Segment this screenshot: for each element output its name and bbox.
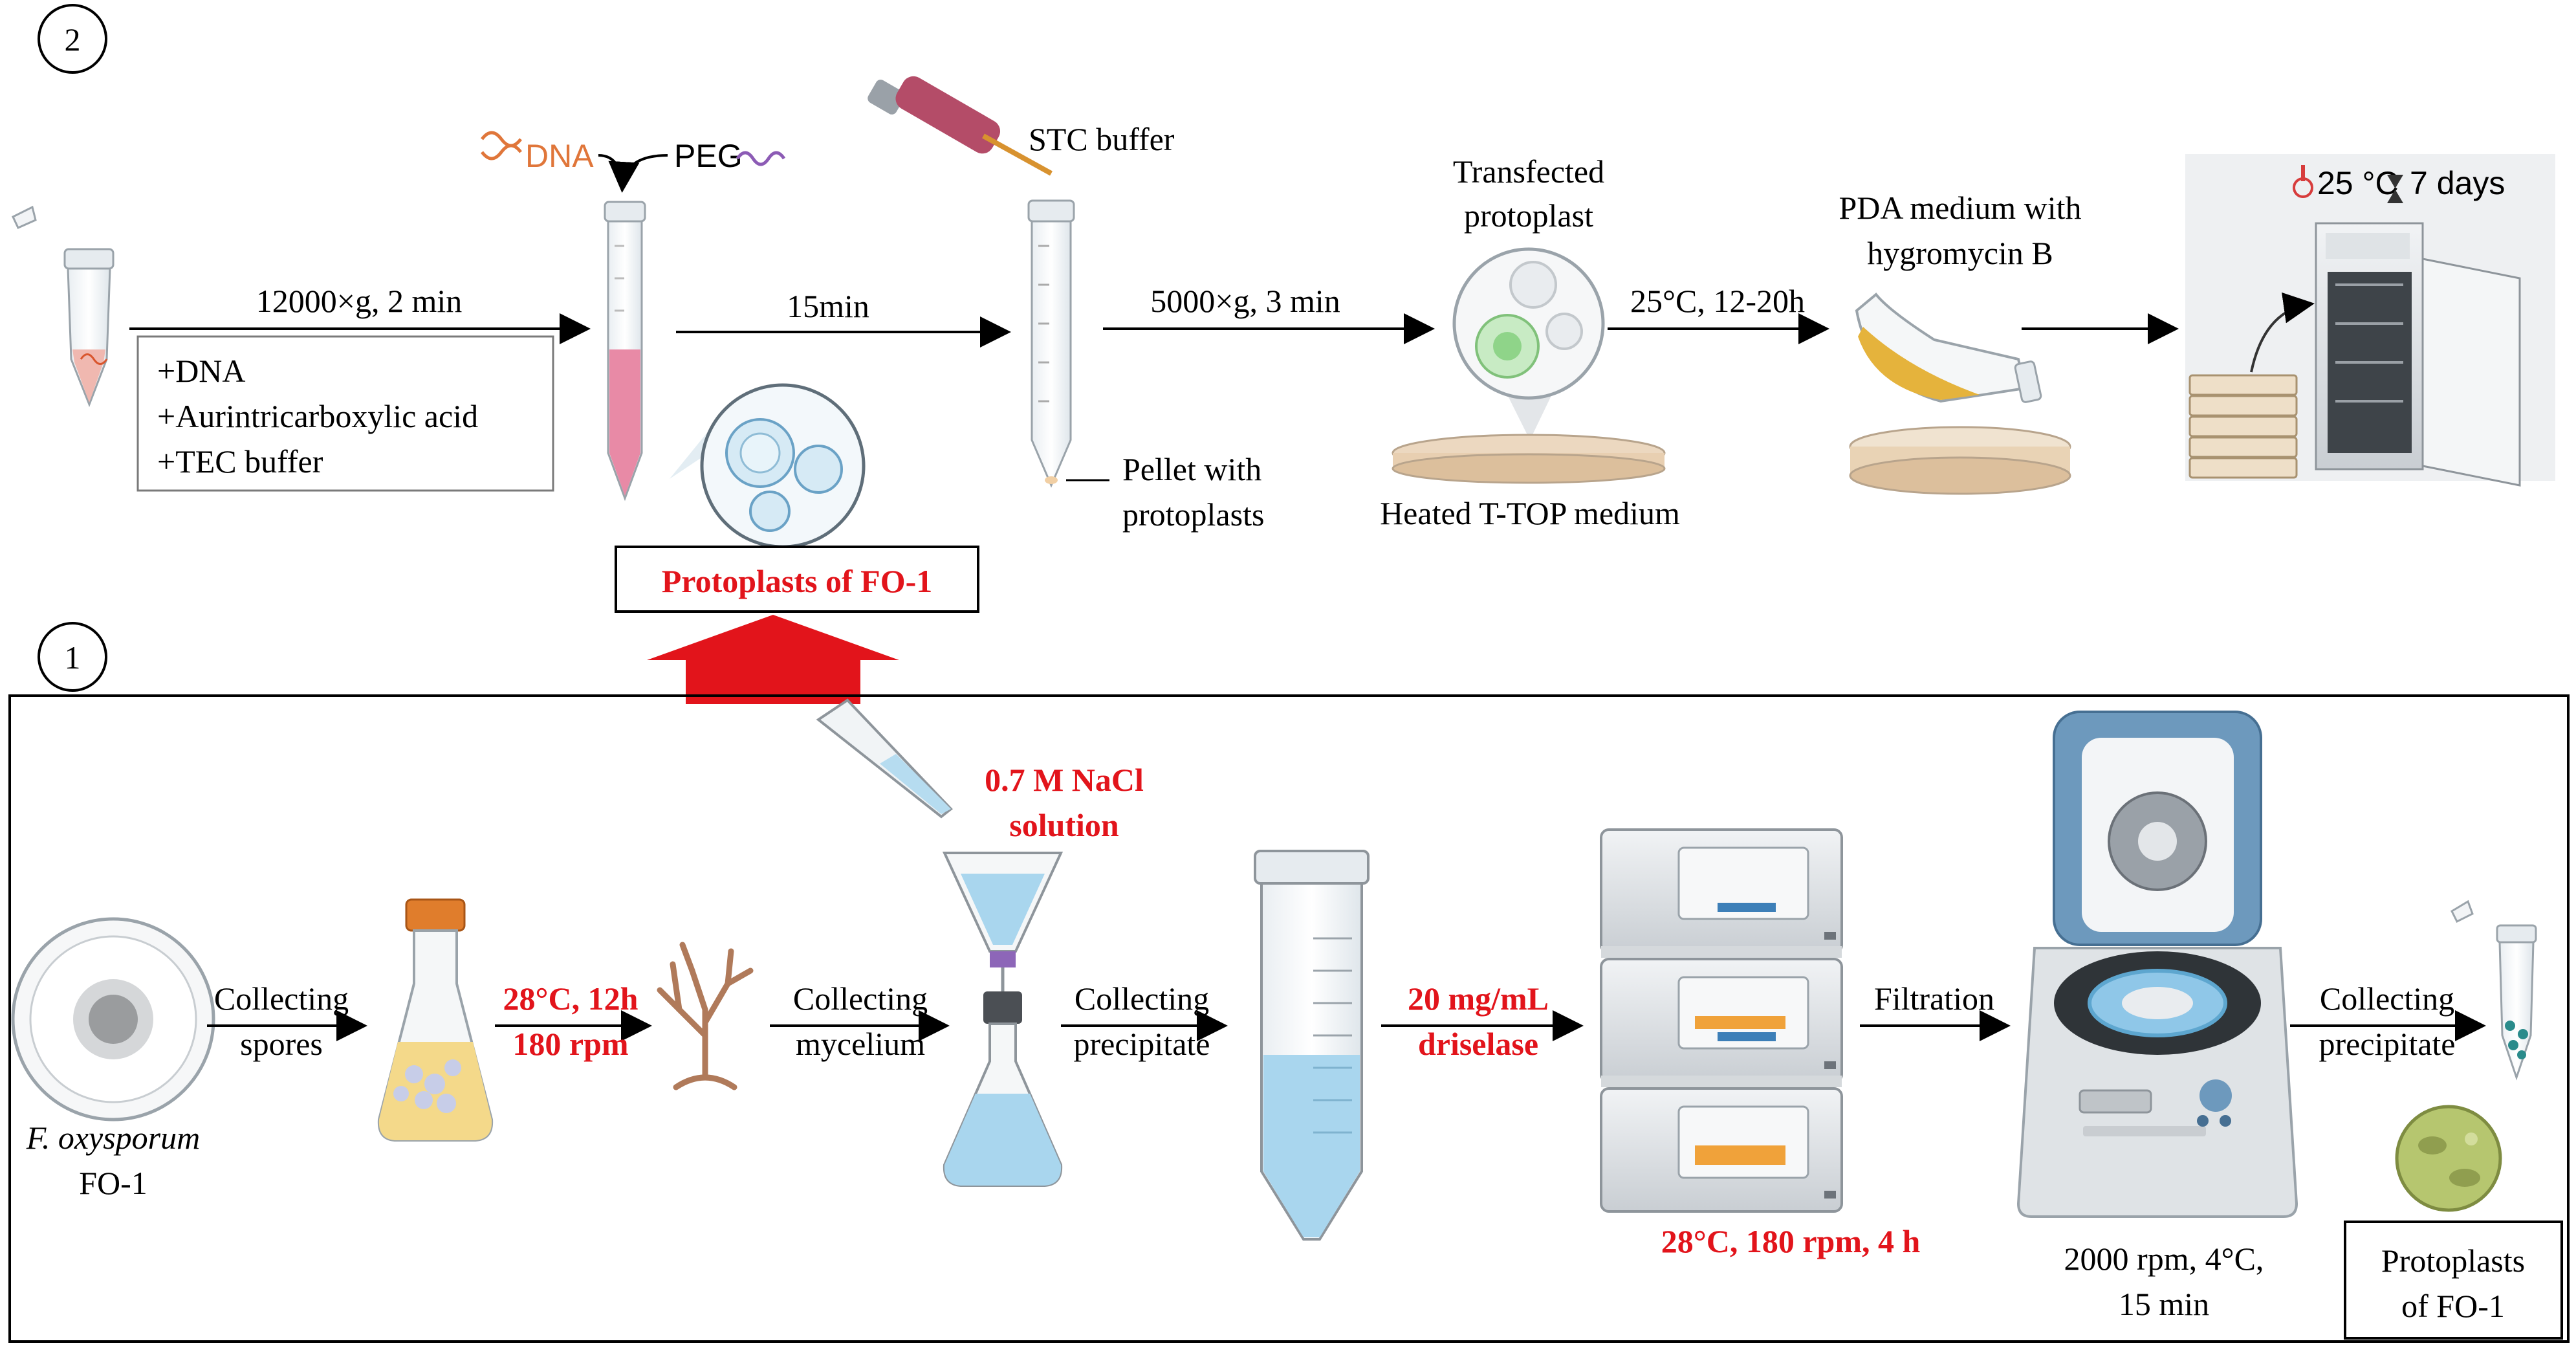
svg-text:2: 2 [65, 21, 81, 58]
shaker-condition-label: 28°C, 180 rpm, 4 h [1661, 1223, 1921, 1259]
step-1-frame [8, 694, 2570, 1343]
centrifuge-icon [2016, 711, 2298, 1218]
dna-label: DNA [525, 138, 594, 174]
collect-spores-line1: Collecting [214, 980, 349, 1017]
transfected-label-line2: protoplast [1464, 197, 1593, 234]
final-protoplast-cell [2395, 1105, 2502, 1212]
collect-precip-1-line2: precipitate [1074, 1026, 1210, 1062]
svg-text:1: 1 [65, 639, 81, 676]
collect-precip-1-line1: Collecting [1075, 980, 1209, 1017]
incubator-days-label: 7 days [2410, 165, 2505, 201]
addition-dna: +DNA [157, 353, 246, 389]
pda-label-line1: PDA medium with [1839, 190, 2081, 226]
collect-mycelium-line1: Collecting [793, 980, 928, 1017]
microtube-icon [12, 205, 115, 408]
big-red-arrow [647, 615, 899, 704]
pellet-label-line2: protoplasts [1122, 496, 1264, 533]
final-microtube-icon [2450, 900, 2537, 1081]
filtration-label: Filtration [1874, 980, 1994, 1017]
culture-condition-line2: 180 rpm [512, 1026, 628, 1062]
centrifuge-3-line2: 15 min [2119, 1286, 2209, 1322]
pda-label-line2: hygromycin B [1867, 235, 2053, 271]
pipette-tip-icon [816, 698, 953, 819]
collect-mycelium-line2: mycelium [796, 1026, 925, 1062]
additions-box: +DNA +Aurintricarboxylic acid +TEC buffe… [136, 335, 554, 492]
nacl-label-line1: 0.7 M NaCl [985, 762, 1144, 798]
filter-funnel-icon [942, 852, 1064, 1187]
peg-label: PEG [674, 138, 743, 174]
step-1-marker: 1 [38, 622, 107, 692]
incubator-temp-label: 25 °C [2317, 165, 2399, 201]
collect-precip-2-line2: precipitate [2319, 1026, 2456, 1062]
hourglass-icon [2387, 175, 2403, 203]
incubate-label: 25°C, 12-20h [1630, 283, 1805, 319]
pda-flask-icon [1855, 293, 2042, 403]
transfected-protoplast-icon [1452, 247, 1605, 440]
transfected-label-line1: Transfected [1453, 153, 1604, 190]
culture-condition-line1: 28°C, 12h [503, 980, 639, 1017]
stacked-plates-icon [2189, 292, 2315, 479]
shaker-incubator-stack [1600, 828, 1843, 1213]
heated-medium-label: Heated T-TOP medium [1380, 495, 1680, 531]
addition-aurintricarboxylic: +Aurintricarboxylic acid [157, 398, 478, 434]
fungal-petri-dish [11, 917, 215, 1121]
strain-label: FO-1 [79, 1165, 147, 1201]
pda-plate [1849, 426, 2071, 495]
driselase-line2: driselase [1418, 1026, 1538, 1062]
heated-medium-plate [1392, 434, 1666, 484]
protoplasts-box [615, 546, 979, 613]
step-2-marker: 2 [38, 4, 107, 74]
nacl-label-line2: solution [1009, 807, 1119, 843]
time-15-label: 15min [787, 288, 869, 324]
incubator-icon [2185, 154, 2555, 487]
centrifuge-1-label: 12000×g, 2 min [256, 283, 462, 319]
final-protoplasts-box [2344, 1221, 2563, 1340]
driselase-line1: 20 mg/mL [1408, 980, 1549, 1017]
conical-tube-pink [604, 201, 646, 502]
pellet-label-line1: Pellet with [1122, 451, 1261, 487]
centrifuge-3-line1: 2000 rpm, 4°C, [2064, 1241, 2264, 1277]
pipette-icon [868, 76, 1053, 176]
species-label: F. oxysporum [26, 1120, 201, 1156]
culture-flask-icon [377, 898, 494, 1142]
protoplasts-box-label: Protoplasts of FO-1 [662, 563, 932, 599]
collect-precip-2-line1: Collecting [2320, 980, 2454, 1017]
conical-tube-clear [1027, 199, 1075, 488]
stc-buffer-label: STC buffer [1029, 121, 1175, 157]
final-box-line1: Protoplasts [2381, 1243, 2525, 1279]
addition-tec-buffer: +TEC buffer [157, 443, 323, 480]
collect-spores-line2: spores [240, 1026, 323, 1062]
large-conical-tube-icon [1254, 850, 1370, 1241]
dna-icon [481, 131, 522, 160]
final-box-line2: of FO-1 [2401, 1288, 2505, 1324]
merge-arrow [598, 154, 668, 188]
peg-icon [736, 151, 786, 166]
protoplast-magnifier [670, 383, 866, 549]
mycelium-icon [657, 942, 754, 1090]
centrifuge-2-label: 5000×g, 3 min [1150, 283, 1340, 319]
